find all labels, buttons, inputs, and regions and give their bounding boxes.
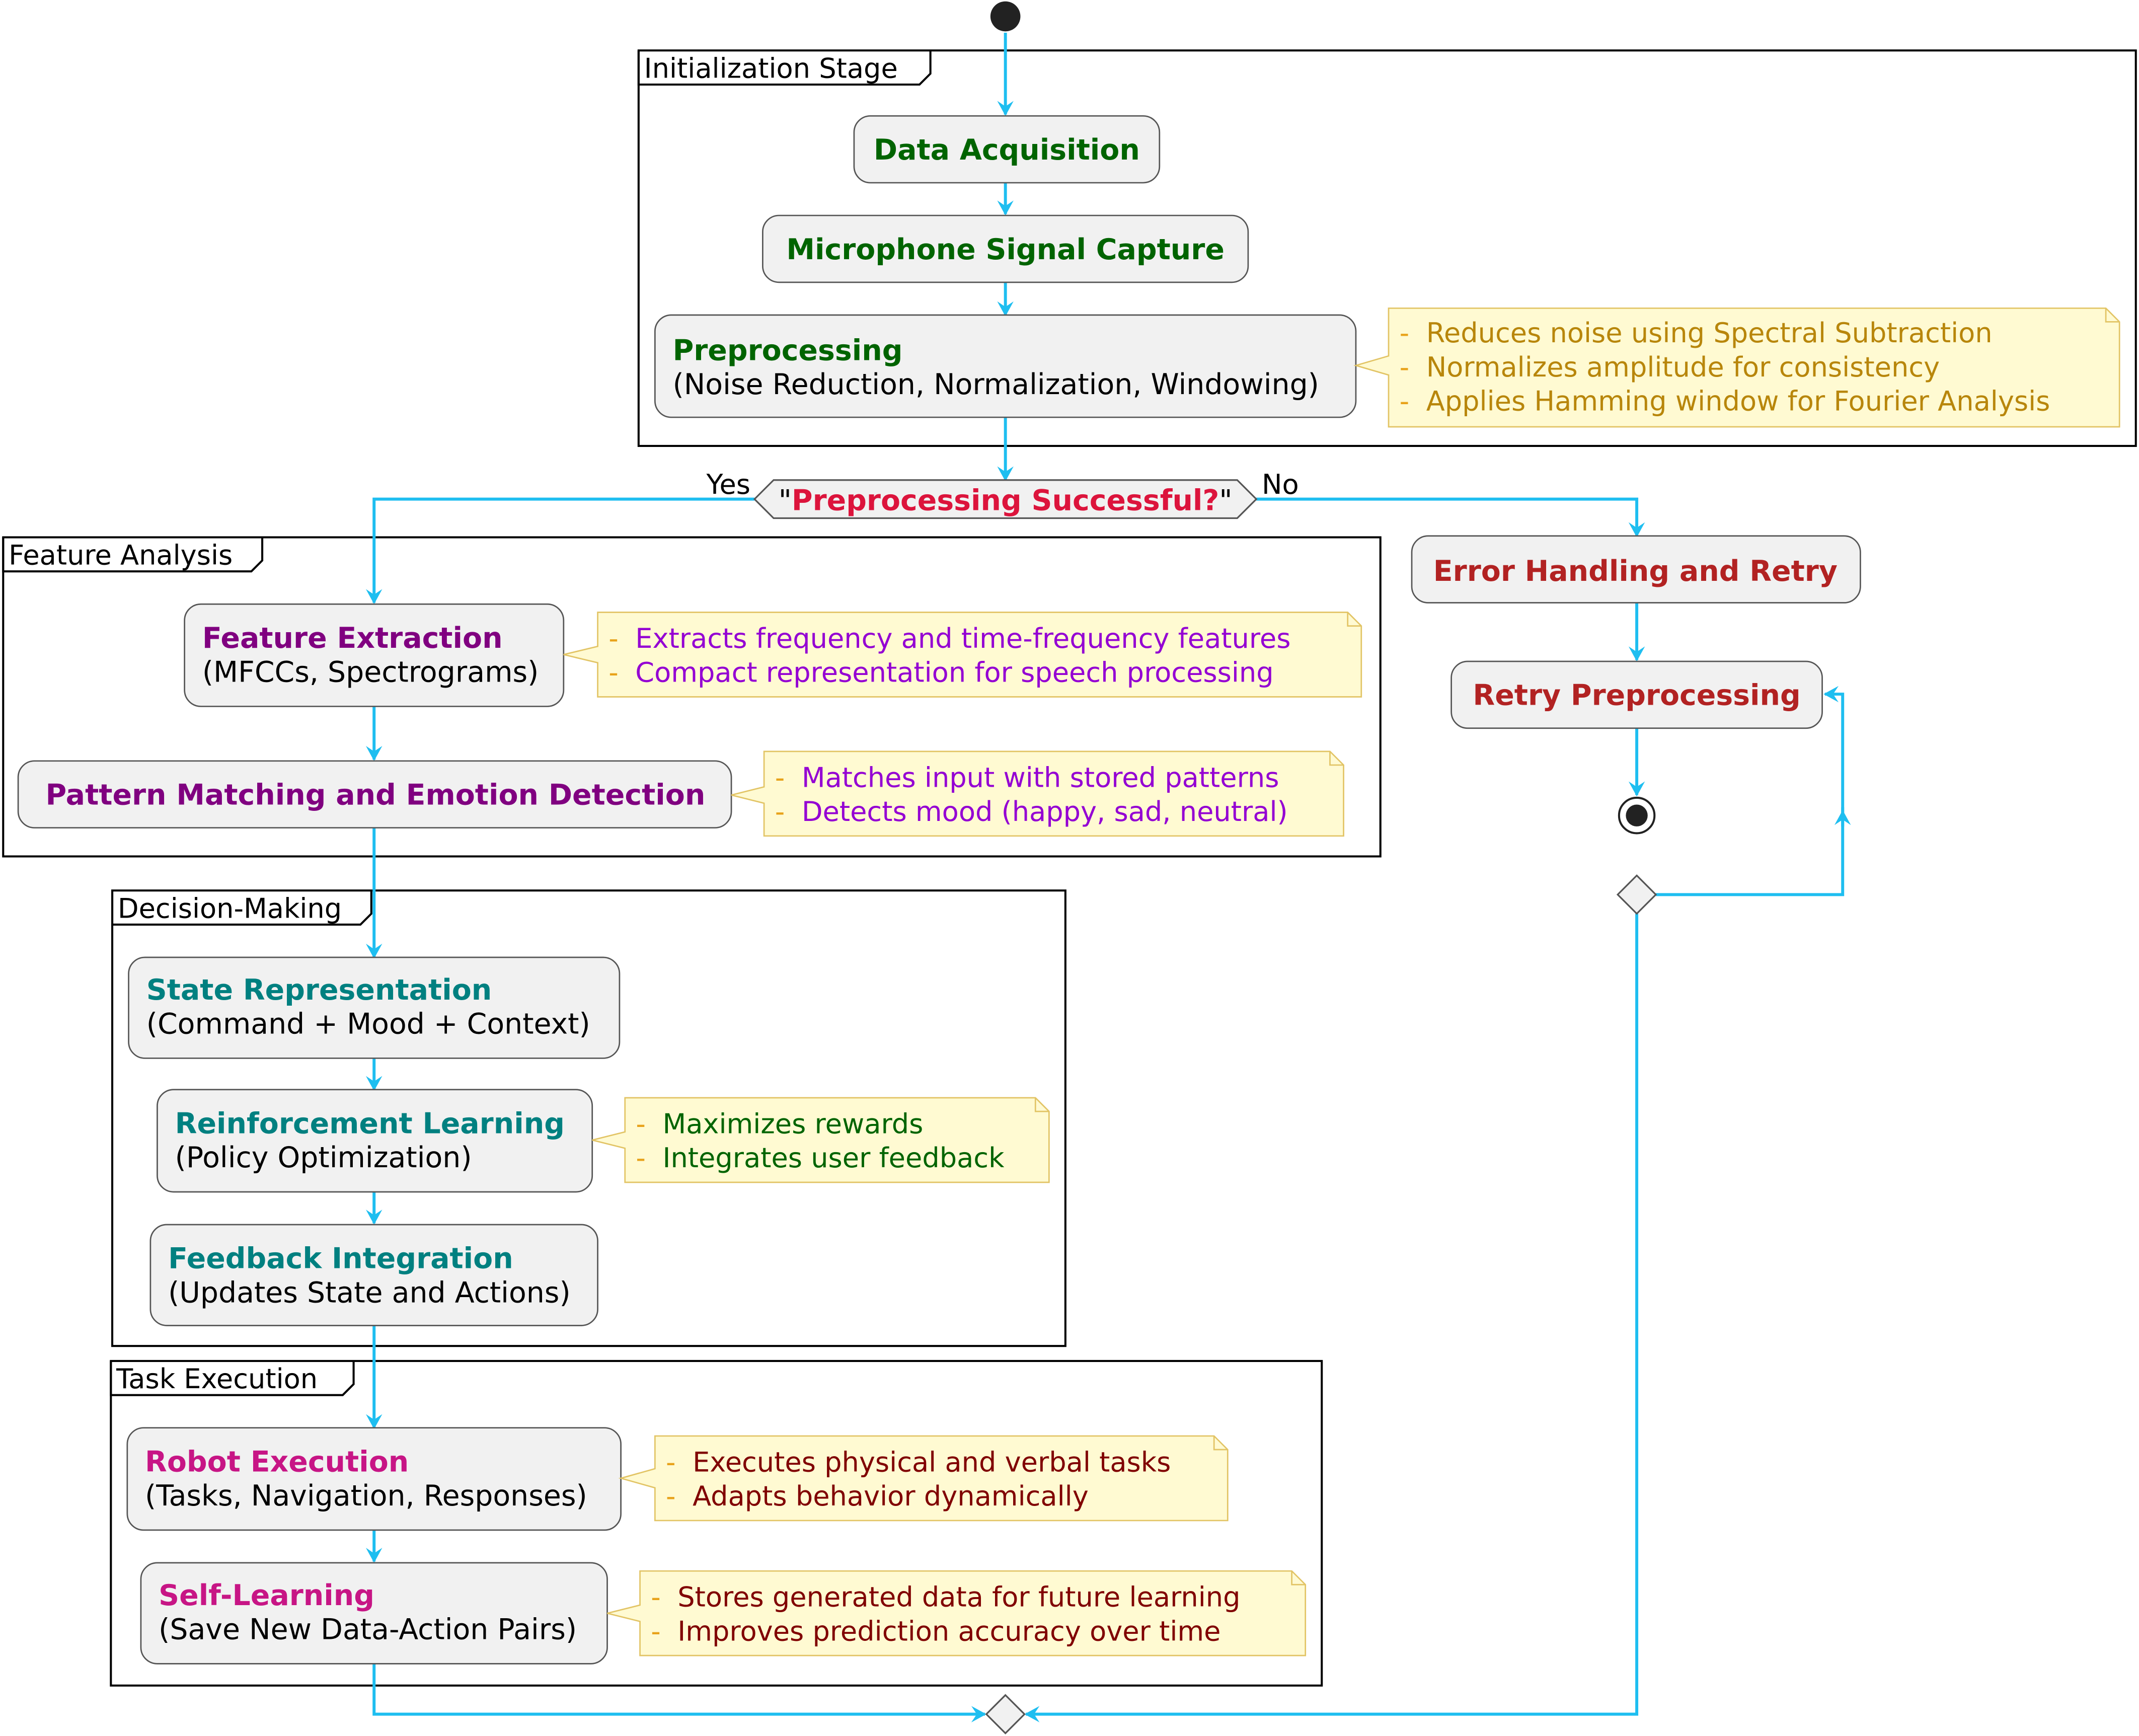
activity-data-acquisition: Data Acquisition xyxy=(853,115,1161,184)
decision-no-label: No xyxy=(1262,469,1299,500)
activity-detail: (MFCCs, Spectrograms) xyxy=(202,656,539,689)
activity-error-handling: Error Handling and Retry xyxy=(1411,535,1861,603)
decision-yes-label: Yes xyxy=(706,469,750,500)
activity-title: Error Handling and Retry xyxy=(1433,555,1838,588)
flow-connectors xyxy=(365,33,1851,1722)
merge-diamond xyxy=(985,1694,1026,1734)
note-text: - Matches input with stored patterns - D… xyxy=(775,762,1288,827)
note-pattern-matching: - Matches input with stored patterns - D… xyxy=(731,750,1344,837)
activity-detail: (Updates State and Actions) xyxy=(168,1276,571,1309)
activity-title: Robot Execution xyxy=(145,1445,409,1478)
activity-title: Data Acquisition xyxy=(874,133,1140,167)
group-feature-analysis: Feature Analysis xyxy=(2,536,1382,858)
decision-preprocessing-successful: "Preprocessing Successful?" Yes No xyxy=(706,469,1299,519)
activity-microphone-signal-capture: Microphone Signal Capture xyxy=(762,214,1249,283)
group-label-initialization: Initialization Stage xyxy=(644,52,898,84)
group-label-feature-analysis: Feature Analysis xyxy=(9,540,233,571)
note-reinforcement-learning: - Maximizes rewards - Integrates user fe… xyxy=(592,1097,1050,1183)
activity-title: Retry Preprocessing xyxy=(1473,679,1800,712)
activity-title: Preprocessing xyxy=(673,334,903,367)
note-text: - Stores generated data for future learn… xyxy=(651,1581,1249,1647)
activity-title: Self-Learning xyxy=(159,1579,374,1612)
note-text: - Reduces noise using Spectral Subtracti… xyxy=(1400,317,2050,417)
loop-diamond xyxy=(1616,874,1657,915)
activity-robot-execution: Robot Execution (Tasks, Navigation, Resp… xyxy=(126,1427,622,1531)
activity-state-representation: State Representation (Command + Mood + C… xyxy=(128,956,621,1059)
activity-title: Feature Extraction xyxy=(202,622,503,655)
activity-detail: (Policy Optimization) xyxy=(175,1141,472,1174)
group-initialization: Initialization Stage xyxy=(637,49,2137,447)
activity-title: Pattern Matching and Emotion Detection xyxy=(46,779,706,812)
note-text: - Executes physical and verbal tasks - A… xyxy=(666,1446,1180,1512)
activity-pattern-matching: Pattern Matching and Emotion Detection xyxy=(17,760,732,828)
activity-title: Reinforcement Learning xyxy=(175,1107,565,1140)
start-node xyxy=(990,1,1021,32)
group-label-task-execution: Task Execution xyxy=(116,1363,318,1395)
activity-reinforcement-learning: Reinforcement Learning (Policy Optimizat… xyxy=(157,1089,593,1193)
note-text: - Maximizes rewards - Integrates user fe… xyxy=(636,1108,1005,1174)
group-task-execution: Task Execution xyxy=(110,1360,1323,1687)
decision-text: "Preprocessing Successful?" xyxy=(779,484,1233,517)
activity-detail: (Tasks, Navigation, Responses) xyxy=(145,1479,587,1513)
activity-preprocessing: Preprocessing (Noise Reduction, Normaliz… xyxy=(654,314,1357,418)
end-node xyxy=(1618,796,1656,835)
activity-title: Feedback Integration xyxy=(168,1242,513,1275)
note-text: - Extracts frequency and time-frequency … xyxy=(608,623,1299,689)
note-preprocessing: - Reduces noise using Spectral Subtracti… xyxy=(1353,307,2120,428)
activity-detail: (Command + Mood + Context) xyxy=(146,1008,590,1041)
note-self-learning: - Stores generated data for future learn… xyxy=(607,1570,1307,1656)
activity-feedback-integration: Feedback Integration (Updates State and … xyxy=(149,1224,598,1326)
activity-feature-extraction: Feature Extraction (MFCCs, Spectrograms) xyxy=(184,603,565,707)
activity-title: Microphone Signal Capture xyxy=(786,233,1225,266)
activity-retry-preprocessing: Retry Preprocessing xyxy=(1450,660,1823,729)
activity-detail: (Save New Data-Action Pairs) xyxy=(159,1613,577,1646)
activity-detail: (Noise Reduction, Normalization, Windowi… xyxy=(673,368,1319,401)
note-robot-execution: - Executes physical and verbal tasks - A… xyxy=(618,1435,1229,1522)
group-label-decision-making: Decision-Making xyxy=(118,892,342,924)
note-feature-extraction: - Extracts frequency and time-frequency … xyxy=(563,612,1362,698)
activity-self-learning: Self-Learning (Save New Data-Action Pair… xyxy=(140,1562,608,1665)
group-decision-making: Decision-Making xyxy=(111,889,1066,1347)
activity-title: State Representation xyxy=(146,973,492,1007)
